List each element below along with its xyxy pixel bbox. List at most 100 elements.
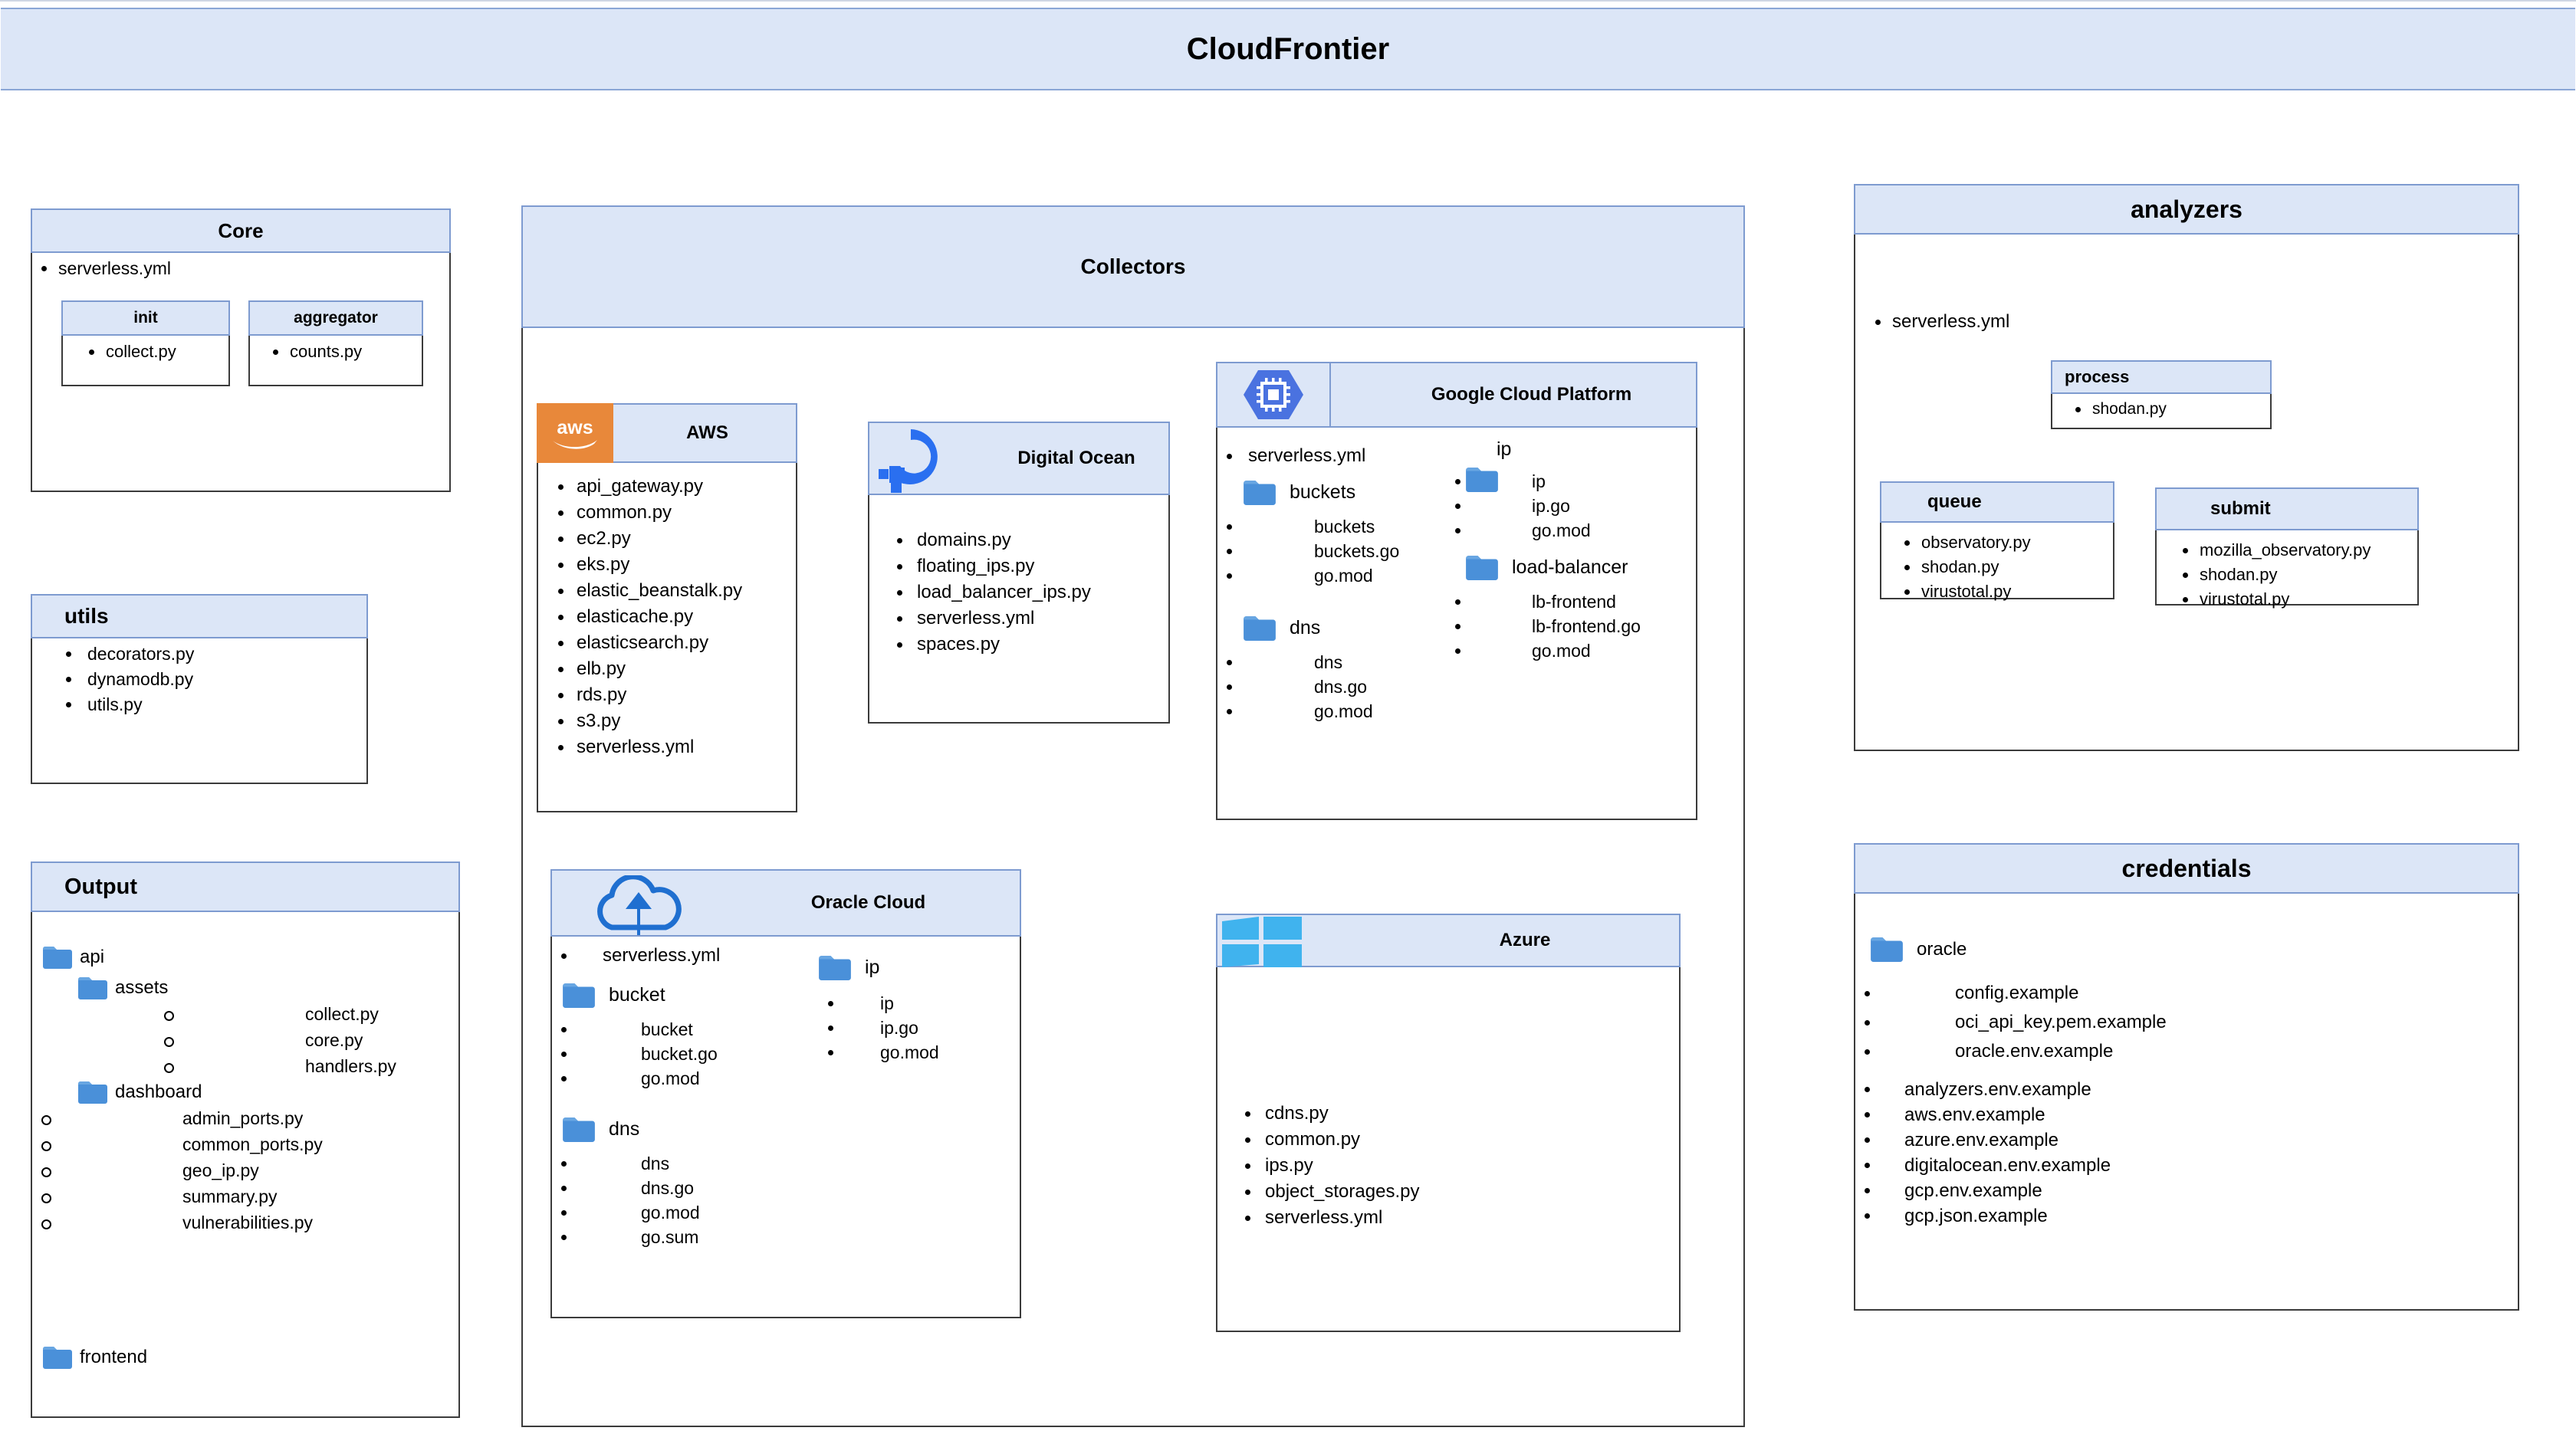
output-panel: Output api assets collect.py core.py (31, 861, 460, 1418)
list-item: rds.py (538, 682, 796, 708)
list-item: common_ports.py (32, 1131, 458, 1157)
list-item: ip.go (819, 1016, 1018, 1040)
list-item: digitalocean.env.example (1855, 1153, 2518, 1178)
submit-body: mozilla_observatory.py shodan.py virusto… (2157, 530, 2417, 612)
list-item: shodan.py (2052, 394, 2270, 425)
folder-label: ip (865, 957, 880, 978)
list-item: serverless.yml (869, 605, 1168, 632)
aws-panel: AWS aws api_gateway.py common.py ec2.py … (537, 403, 797, 812)
list-item: observatory.py (1881, 530, 2113, 555)
folder-label: dns (609, 1118, 640, 1140)
list-item: common.py (1217, 1127, 1679, 1153)
list-item: collect.py (63, 336, 228, 368)
aggregator-file-list: counts.py (250, 336, 422, 368)
init-file-list: collect.py (63, 336, 228, 368)
folder-icon (819, 956, 851, 980)
init-title: init (61, 300, 230, 336)
analyzers-title: analyzers (1854, 184, 2519, 235)
aggregator-title: aggregator (248, 300, 423, 336)
assets-file-list: collect.py core.py handlers.py (32, 1001, 458, 1079)
gcp-lb-file-list: lb-frontend lb-frontend.go go.mod (1446, 589, 1691, 663)
analyzers-file-list: serverless.yml (1855, 307, 2518, 337)
folder-row-oracle-creds: oracle (1871, 937, 2518, 962)
init-panel: init collect.py (61, 300, 230, 386)
output-title: Output (31, 861, 460, 912)
list-item: elasticache.py (538, 604, 796, 630)
folder-label: dns (1290, 617, 1321, 638)
core-body: serverless.yml (32, 253, 449, 284)
folder-icon (563, 983, 595, 1008)
list-item: eks.py (538, 552, 796, 578)
digital-ocean-file-list: domains.py floating_ips.py load_balancer… (869, 527, 1168, 658)
list-item: dns.go (1217, 674, 1696, 699)
utils-file-list: decorators.py dynamodb.py utils.py (32, 642, 366, 717)
azure-body: cdns.py common.py ips.py object_storages… (1217, 967, 1679, 1231)
list-item: shodan.py (1881, 555, 2113, 579)
list-item: dynamodb.py (32, 667, 366, 692)
oracle-file-list: serverless.yml (552, 941, 1020, 970)
folder-icon (563, 1117, 595, 1142)
folder-icon (43, 1347, 72, 1369)
folder-row-oracle-ip: ip (819, 955, 1018, 980)
page-title: CloudFrontier (1, 8, 2575, 90)
list-item: handlers.py (155, 1053, 458, 1079)
utils-panel: utils decorators.py dynamodb.py utils.py (31, 594, 368, 784)
dashboard-file-list: admin_ports.py common_ports.py geo_ip.py… (32, 1105, 458, 1236)
folder-row-frontend: frontend (43, 1346, 458, 1369)
gcp-ip-label: ip (1497, 438, 1512, 460)
svg-text:aws: aws (557, 417, 593, 438)
list-item: go.sum (552, 1225, 1020, 1249)
folder-icon (78, 1081, 107, 1104)
queue-panel: queue observatory.py shodan.py virustota… (1880, 481, 2114, 601)
list-item: spaces.py (869, 632, 1168, 658)
folder-row-bucket: bucket (563, 983, 1020, 1008)
list-item: mozilla_observatory.py (2157, 538, 2417, 563)
list-item: elastic_beanstalk.py (538, 578, 796, 604)
list-item: ips.py (1217, 1153, 1679, 1179)
analyzers-panel: analyzers serverless.yml (1854, 184, 2519, 751)
core-title: Core (31, 208, 451, 253)
oracle-right-column: ip ip ip.go go.mod (819, 937, 1018, 1065)
list-item: go.mod (552, 1066, 1020, 1091)
folder-label: bucket (609, 984, 665, 1006)
list-item: serverless.yml (552, 941, 1020, 970)
azure-panel: Azure cdns.py common.py ips.py object_st… (1216, 914, 1681, 1332)
oracle-cloud-body: serverless.yml bucket bucket bucket.go g… (552, 937, 1020, 1249)
folder-row-api: api (43, 946, 458, 969)
oracle-ip-file-list: ip ip.go go.mod (819, 991, 1018, 1065)
gcp-panel: Google Cloud Platform serverless.yml (1216, 362, 1697, 820)
utils-title: utils (31, 594, 368, 638)
process-file-list: shodan.py (2052, 394, 2270, 425)
aws-file-list: api_gateway.py common.py ec2.py eks.py e… (538, 474, 796, 760)
list-item: api_gateway.py (538, 474, 796, 500)
folder-label: load-balancer (1512, 556, 1628, 578)
list-item: dns (1217, 650, 1696, 674)
list-item: object_storages.py (1217, 1179, 1679, 1205)
credentials-body: oracle config.example oci_api_key.pem.ex… (1855, 894, 2518, 1229)
queue-title: queue (1880, 481, 2114, 523)
list-item: oci_api_key.pem.example (1855, 1008, 2518, 1037)
gcp-ip-file-list: ip ip.go go.mod (1446, 469, 1691, 543)
oracle-cloud-panel: Oracle Cloud serverless.yml bucket bucke… (550, 869, 1021, 1318)
list-item: summary.py (32, 1183, 458, 1209)
folder-icon (1871, 937, 1903, 962)
folder-icon (78, 977, 107, 999)
credentials-oracle-file-list: config.example oci_api_key.pem.example o… (1855, 979, 2518, 1066)
output-body: api assets collect.py core.py handlers.p… (32, 912, 458, 1369)
folder-row-assets: assets (78, 976, 458, 999)
process-body: shodan.py (2052, 394, 2270, 425)
process-panel: process shodan.py (2051, 360, 2272, 429)
oracle-cloud-upload-icon (589, 874, 685, 937)
gcp-buckets-file-list: buckets buckets.go go.mod (1217, 514, 1696, 588)
utils-body: decorators.py dynamodb.py utils.py (32, 642, 366, 717)
list-item: bucket (552, 1017, 1020, 1042)
list-item: ip (1446, 469, 1691, 494)
list-item: common.py (538, 500, 796, 526)
credentials-panel: credentials oracle config.example oci_ap… (1854, 843, 2519, 1311)
list-item: dns.go (552, 1176, 1020, 1200)
collectors-title: Collectors (521, 205, 1745, 328)
top-divider (0, 0, 2576, 2)
list-item: geo_ip.py (32, 1157, 458, 1183)
list-item: collect.py (155, 1001, 458, 1027)
digital-ocean-body: domains.py floating_ips.py load_balancer… (869, 495, 1168, 658)
